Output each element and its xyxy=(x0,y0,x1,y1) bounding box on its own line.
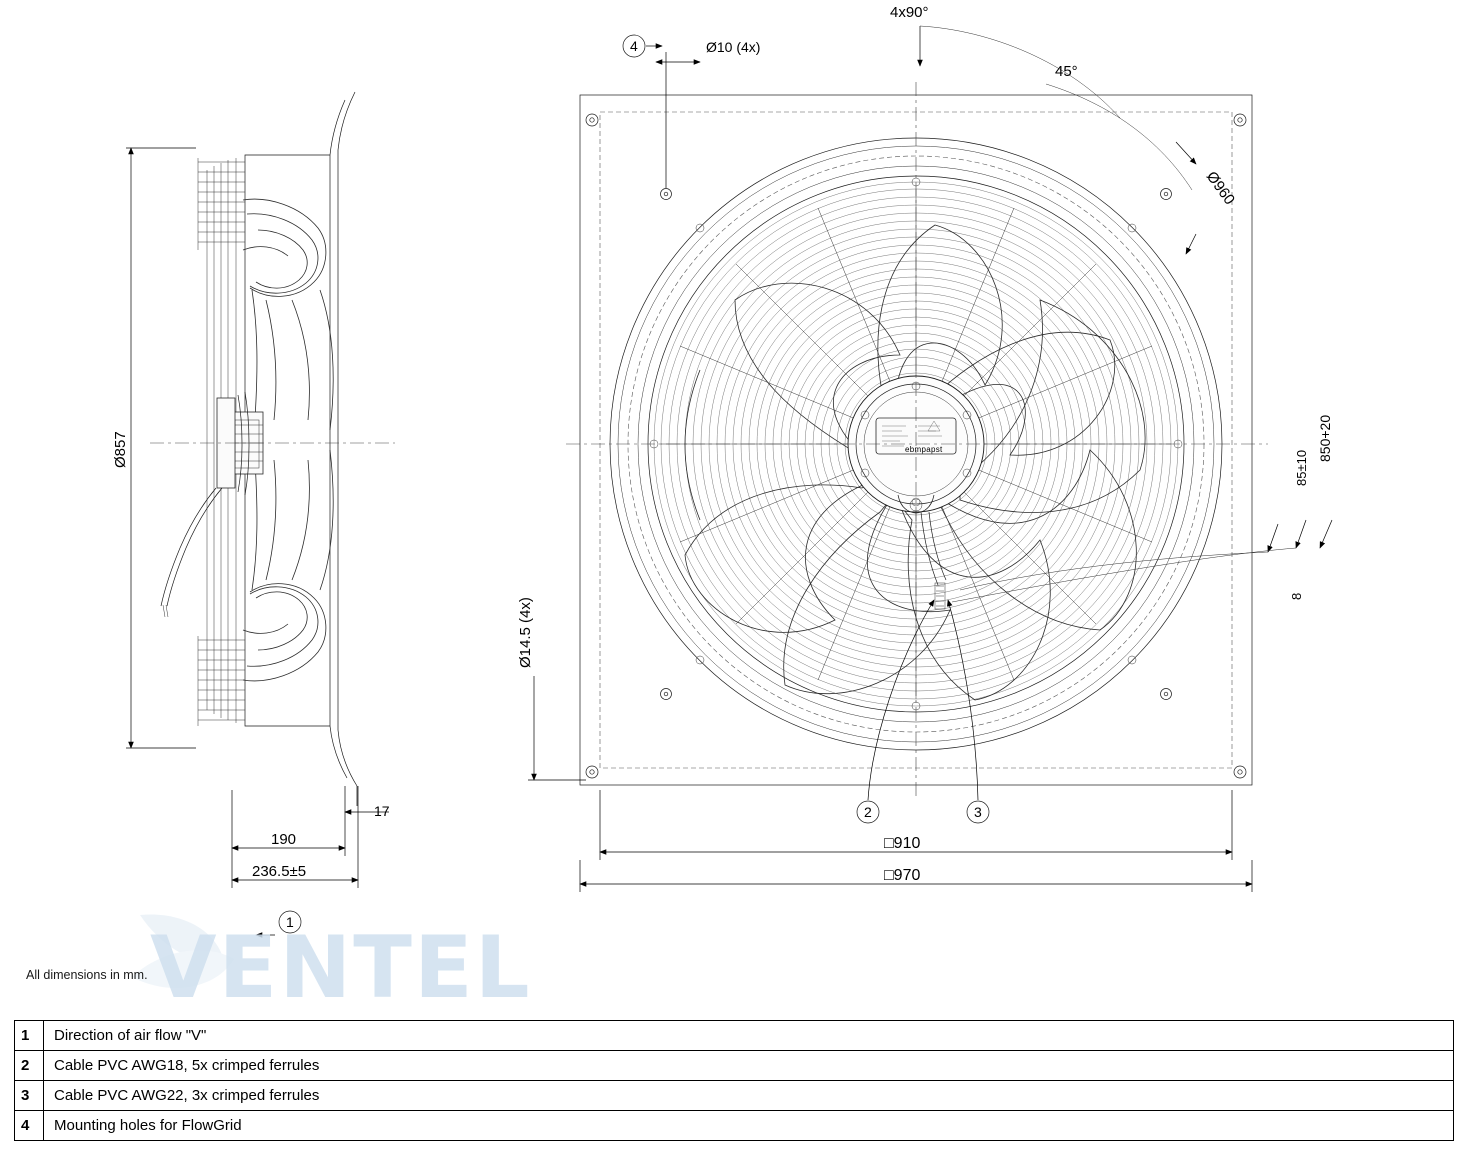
dim-45: 45° xyxy=(1055,63,1078,80)
dim-square-970: □970 xyxy=(884,867,920,884)
legend-number: 1 xyxy=(14,1020,44,1051)
hub-brand-label: ebmpapst xyxy=(905,445,943,454)
table-row: 3 Cable PVC AWG22, 3x crimped ferrules xyxy=(14,1080,1454,1111)
table-row: 2 Cable PVC AWG18, 5x crimped ferrules xyxy=(14,1050,1454,1081)
legend-number: 2 xyxy=(14,1050,44,1081)
dim-85: 85±10 xyxy=(1294,450,1309,486)
legend-number: 4 xyxy=(14,1110,44,1141)
legend-description: Mounting holes for FlowGrid xyxy=(43,1110,1454,1141)
dim-190: 190 xyxy=(271,831,296,848)
side-view: Ø857 17 190 236.5±5 1 xyxy=(112,91,395,938)
callout-2: 2 xyxy=(864,804,872,820)
dim-diameter-14-5: Ø14.5 (4x) xyxy=(517,597,534,668)
legend-description: Cable PVC AWG18, 5x crimped ferrules xyxy=(43,1050,1454,1081)
front-view: ebmpapst 4 Ø10 (4x) 4x90° xyxy=(517,4,1333,892)
callout-4: 4 xyxy=(630,38,638,54)
dim-236-5: 236.5±5 xyxy=(252,863,306,880)
callout-1: 1 xyxy=(286,914,294,930)
callout-3: 3 xyxy=(974,804,982,820)
table-row: 1 Direction of air flow "V" xyxy=(14,1020,1454,1051)
dim-4x90: 4x90° xyxy=(890,4,929,21)
legend-description: Cable PVC AWG22, 3x crimped ferrules xyxy=(43,1080,1454,1111)
all-dimensions-note: All dimensions in mm. xyxy=(26,968,148,982)
legend-table: 1 Direction of air flow "V" 2 Cable PVC … xyxy=(14,1020,1454,1141)
legend-description: Direction of air flow "V" xyxy=(43,1020,1454,1051)
legend-number: 3 xyxy=(14,1080,44,1111)
table-row: 4 Mounting holes for FlowGrid xyxy=(14,1110,1454,1141)
dim-square-910: □910 xyxy=(884,835,920,852)
dim-diameter-857: Ø857 xyxy=(112,431,129,468)
dim-8: 8 xyxy=(1289,593,1304,600)
dim-hole-10: Ø10 (4x) xyxy=(706,39,760,55)
dim-diameter-960: Ø960 xyxy=(1203,168,1238,208)
dim-17: 17 xyxy=(374,803,390,819)
dim-850: 850+20 xyxy=(1317,415,1333,462)
